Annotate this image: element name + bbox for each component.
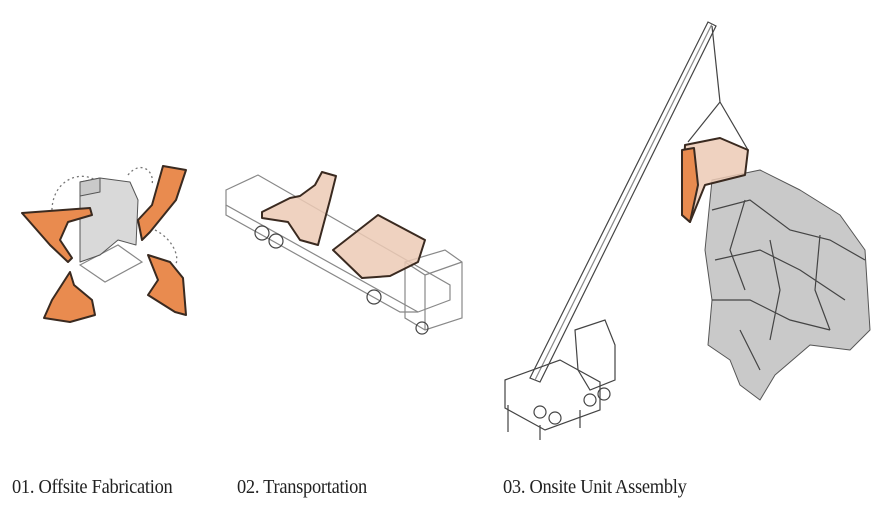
truck-illustration <box>225 171 463 335</box>
caption-offsite-fabrication: 01. Offsite Fabrication <box>12 476 173 498</box>
crane-illustration <box>504 21 871 440</box>
fabrication-illustration <box>21 165 187 323</box>
caption-transportation: 02. Transportation <box>237 476 367 498</box>
caption-onsite-unit-assembly: 03. Onsite Unit Assembly <box>503 476 687 498</box>
